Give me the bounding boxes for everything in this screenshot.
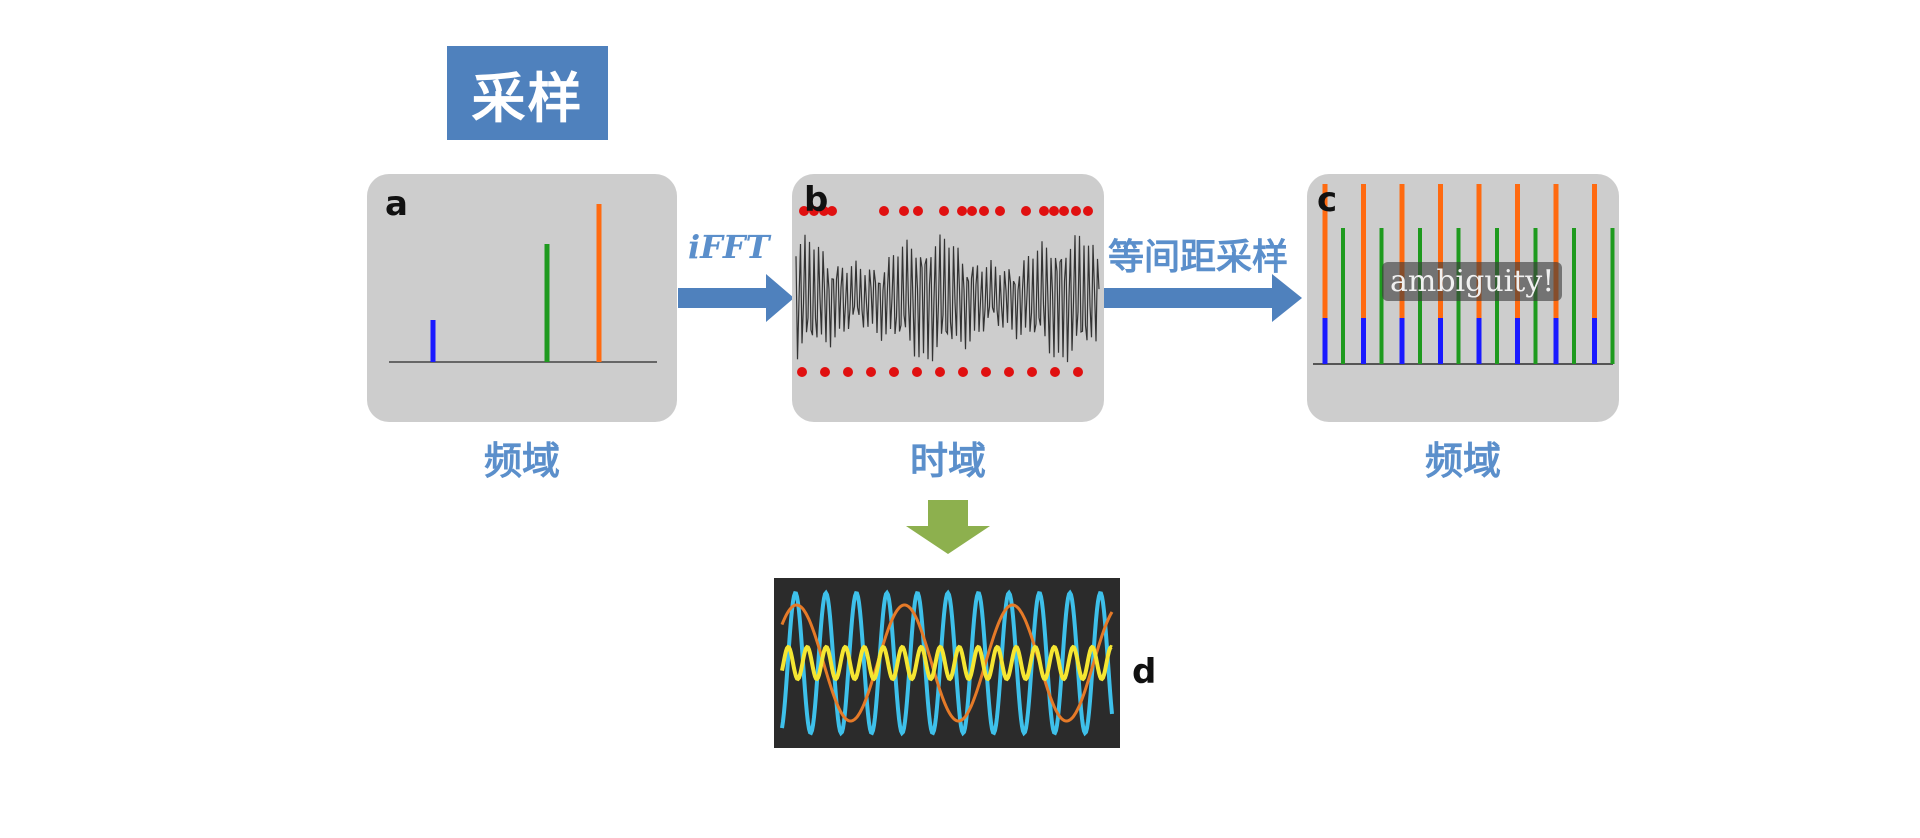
sample-dot: [889, 367, 899, 377]
panel-b-caption: 时域: [909, 439, 986, 483]
sample-dot: [799, 206, 809, 216]
sample-dot: [939, 206, 949, 216]
right-arrow-icon: [1104, 274, 1302, 322]
ambiguity-badge: ambiguity!: [1382, 262, 1563, 301]
sample-dot: [1027, 367, 1037, 377]
sample-dot: [843, 367, 853, 377]
sample-dot: [1050, 367, 1060, 377]
sample-dot: [1049, 206, 1059, 216]
sample-dot: [1083, 206, 1093, 216]
sample-dot: [879, 206, 889, 216]
sample-dot: [819, 206, 829, 216]
sample-dot: [967, 206, 977, 216]
wave-orange: [780, 603, 1114, 723]
right-arrow-icon: [678, 274, 794, 322]
spectrum-a-chart: [389, 204, 657, 363]
panel-c-caption: 频域: [1424, 439, 1501, 483]
sample-dot: [1021, 206, 1031, 216]
title-box: 采样: [447, 46, 608, 140]
sampling-label: 等间距采样: [1108, 237, 1289, 278]
sample-dot: [995, 206, 1005, 216]
sample-dot: [899, 206, 909, 216]
panel-c-letter: c: [1317, 180, 1338, 220]
panel-b-time-signal: b: [792, 174, 1104, 422]
panel-a-letter: a: [385, 184, 408, 224]
panel-a-caption: 频域: [483, 439, 560, 483]
sample-dot: [1039, 206, 1049, 216]
panel-d-decomposed-waves: [774, 578, 1120, 748]
sample-dot: [935, 367, 945, 377]
sample-dot: [1071, 206, 1081, 216]
sample-dot: [1004, 367, 1014, 377]
sample-dot: [820, 367, 830, 377]
sample-dot: [979, 206, 989, 216]
sample-dot: [827, 206, 837, 216]
time-signal-chart: [795, 206, 1100, 377]
sample-dot: [1059, 206, 1069, 216]
panel-c-aliased-spectrum: c ambiguity!: [1307, 174, 1619, 422]
sample-dot: [1073, 367, 1083, 377]
ifft-label: iFFT: [688, 228, 770, 266]
sample-dot: [981, 367, 991, 377]
wave-yellow: [780, 644, 1113, 682]
sample-dot: [958, 367, 968, 377]
sample-dot: [797, 367, 807, 377]
sample-dot: [912, 367, 922, 377]
wave-cyan: [780, 589, 1114, 737]
panel-a-frequency-spectrum: a: [367, 174, 677, 422]
sample-dot: [957, 206, 967, 216]
panel-b-letter: b: [804, 180, 829, 220]
panel-d-letter: d: [1132, 652, 1157, 692]
sample-dot: [809, 206, 819, 216]
down-arrow-icon: [906, 500, 990, 554]
sample-dot: [913, 206, 923, 216]
decomposed-waves-chart: [780, 589, 1114, 737]
time-signal-trace: [795, 234, 1100, 363]
sample-dot: [866, 367, 876, 377]
